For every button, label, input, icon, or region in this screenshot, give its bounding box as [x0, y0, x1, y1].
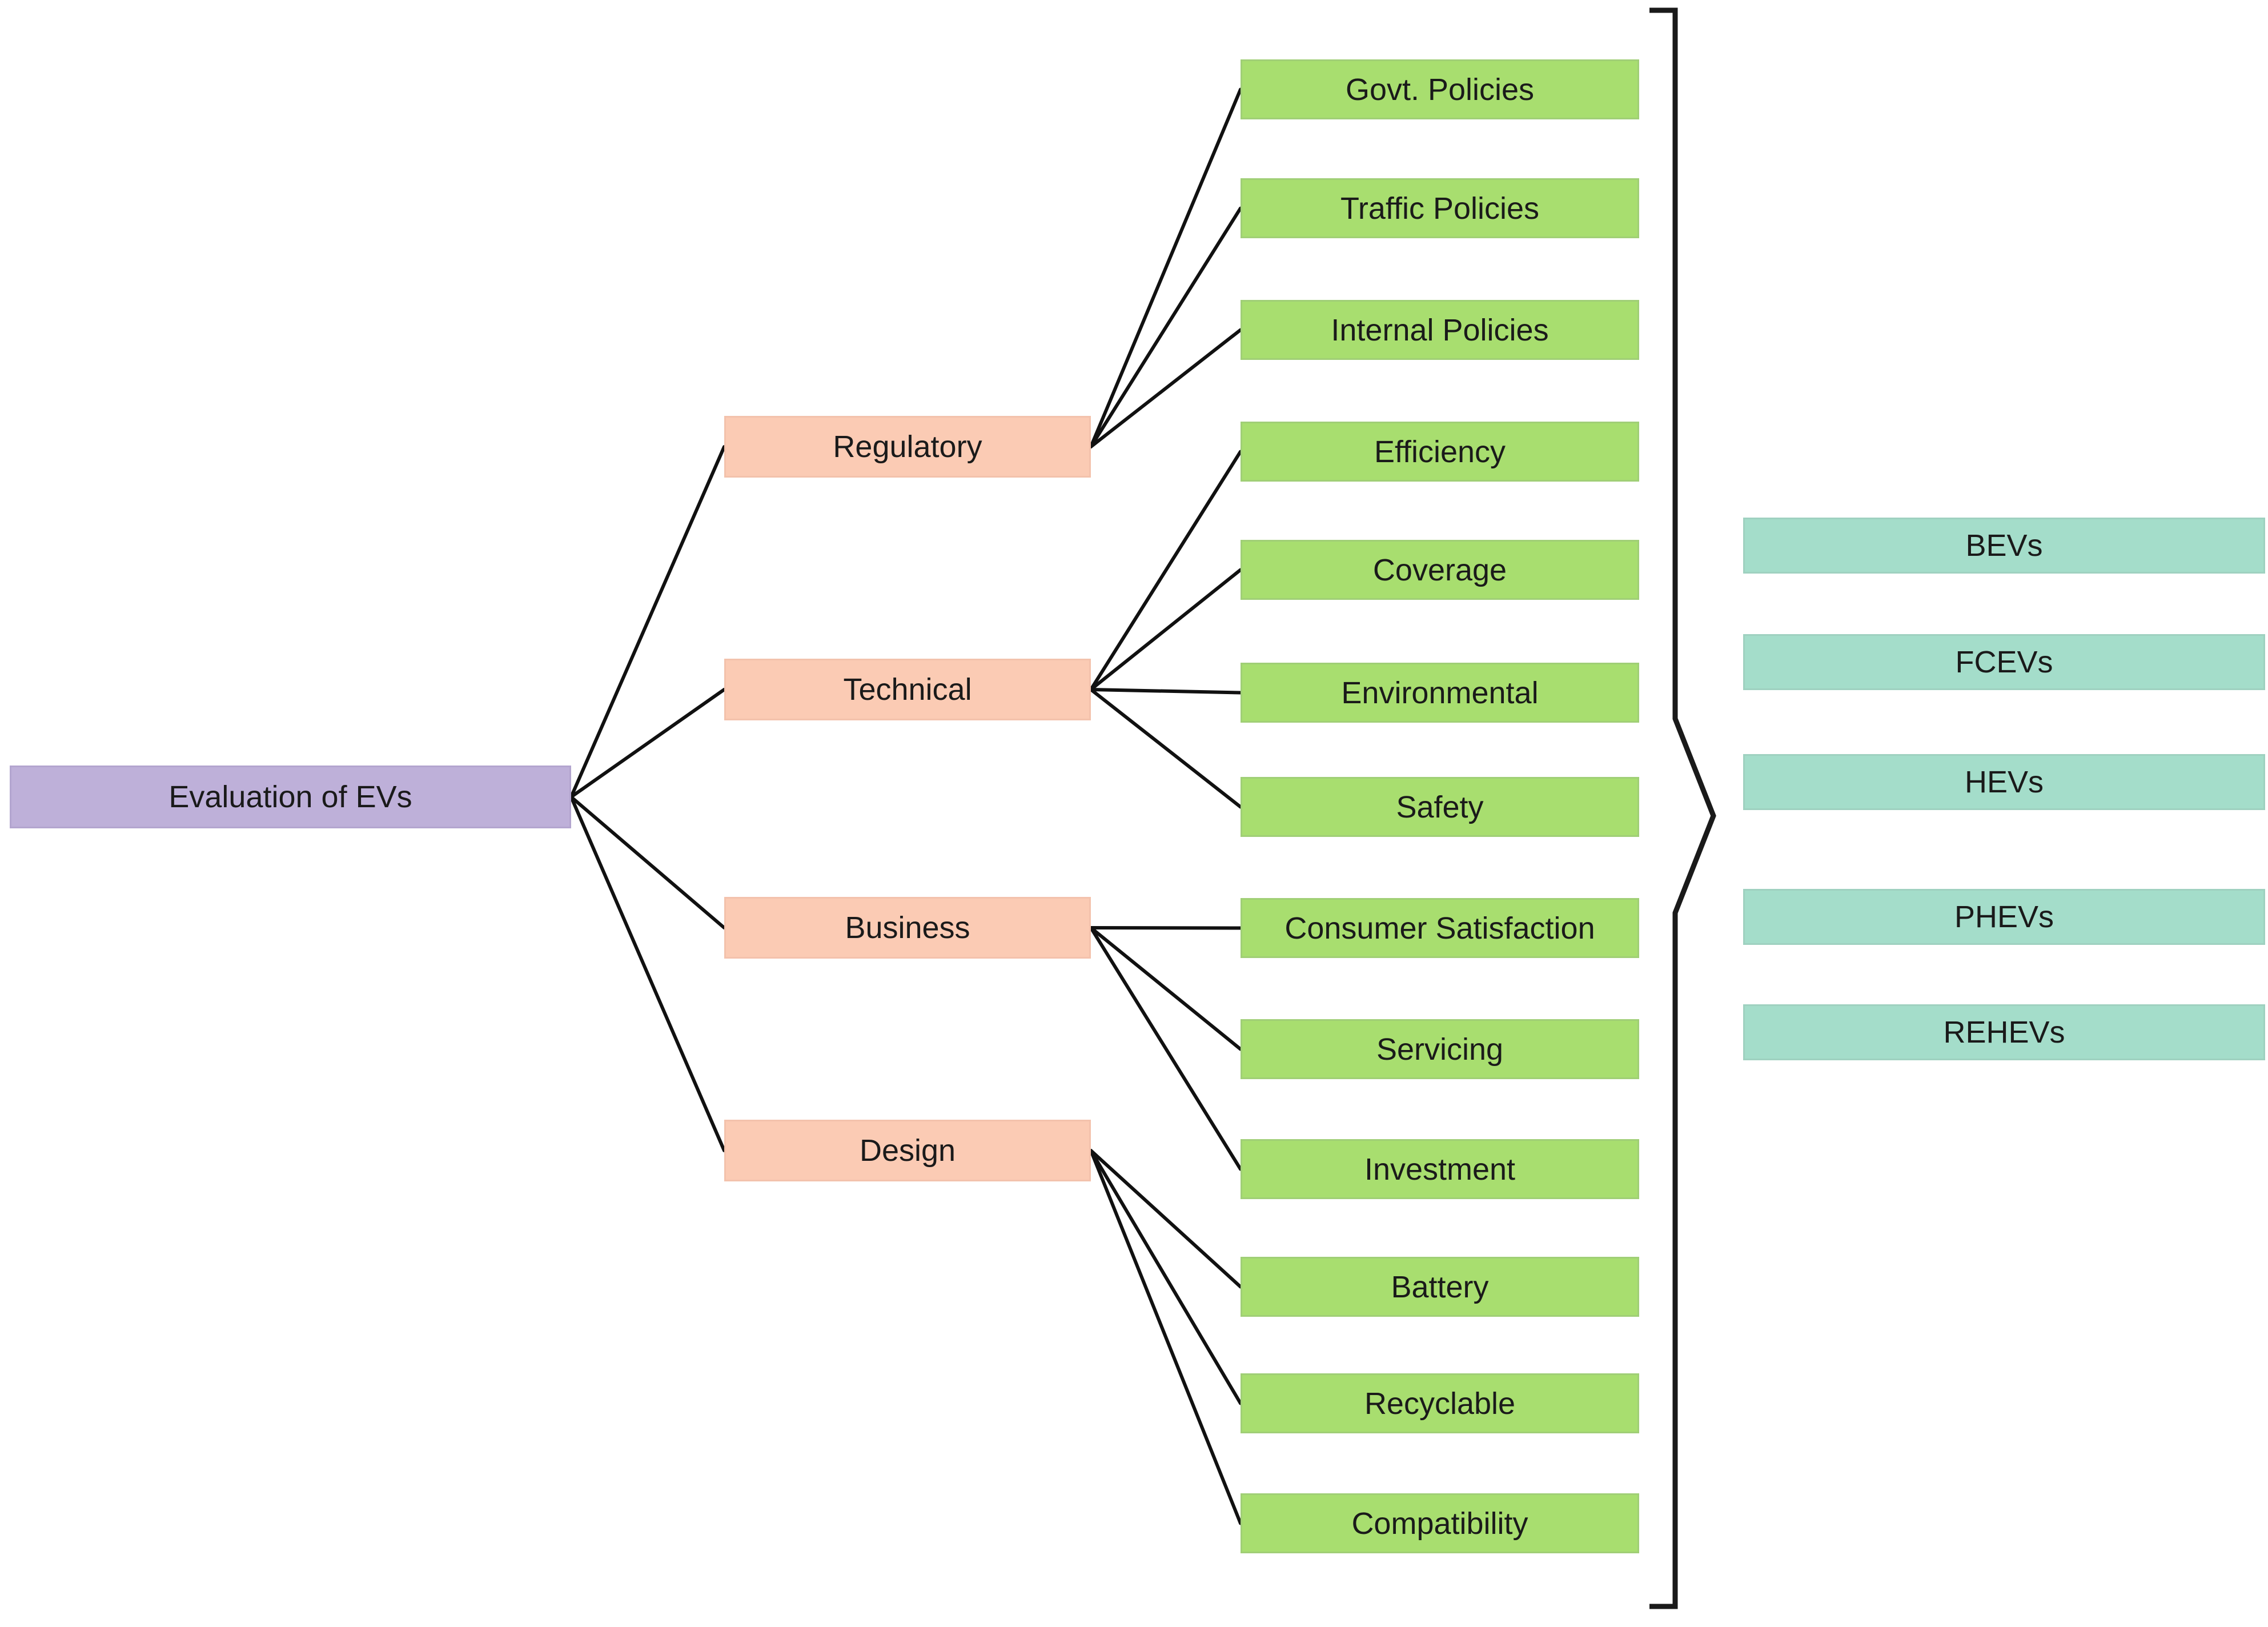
- alternative-node-4[interactable]: REHEVs: [1743, 1004, 2265, 1060]
- subcriteria-node-7[interactable]: Consumer Satisfaction: [1241, 898, 1639, 958]
- connector-line: [1089, 87, 1242, 448]
- subcriteria-node-3[interactable]: Efficiency: [1241, 422, 1639, 482]
- node-label: Coverage: [1372, 552, 1507, 587]
- subcriteria-node-2[interactable]: Internal Policies: [1241, 300, 1639, 360]
- subcriteria-node-8[interactable]: Servicing: [1241, 1019, 1639, 1079]
- grouping-brace: [1649, 7, 1716, 1609]
- connector-line: [1089, 688, 1242, 695]
- node-label: REHEVs: [1943, 1015, 2065, 1049]
- node-label: Environmental: [1341, 675, 1539, 710]
- node-label: Evaluation of EVs: [168, 780, 412, 814]
- criteria-node-2[interactable]: Business: [724, 897, 1091, 959]
- connector-line: [569, 688, 726, 799]
- node-label: Internal Policies: [1331, 312, 1549, 347]
- goal-node[interactable]: Evaluation of EVs: [10, 766, 571, 828]
- node-label: Govt. Policies: [1345, 72, 1535, 107]
- criteria-node-3[interactable]: Design: [724, 1120, 1091, 1181]
- subcriteria-node-9[interactable]: Investment: [1241, 1139, 1639, 1199]
- alternative-node-3[interactable]: PHEVs: [1743, 889, 2265, 945]
- node-label: Recyclable: [1364, 1386, 1516, 1421]
- subcriteria-node-4[interactable]: Coverage: [1241, 540, 1639, 600]
- subcriteria-node-6[interactable]: Safety: [1241, 777, 1639, 837]
- connector-line: [1089, 688, 1242, 809]
- alternative-node-0[interactable]: BEVs: [1743, 518, 2265, 574]
- connector-line: [1089, 328, 1242, 448]
- connector-lines: [569, 87, 1242, 1525]
- node-label: FCEVs: [1955, 645, 2053, 679]
- connector-line: [1089, 1149, 1242, 1525]
- node-label: Investment: [1364, 1152, 1516, 1187]
- connector-line: [1089, 1149, 1242, 1289]
- node-label: Consumer Satisfaction: [1284, 911, 1595, 945]
- subcriteria-node-11[interactable]: Recyclable: [1241, 1373, 1639, 1433]
- subcriteria-node-10[interactable]: Battery: [1241, 1257, 1639, 1317]
- node-label: Servicing: [1376, 1032, 1504, 1067]
- node-label: HEVs: [1964, 765, 2044, 799]
- connector-line: [1089, 1149, 1242, 1405]
- node-label: Compatibility: [1351, 1506, 1528, 1541]
- node-label: Safety: [1396, 790, 1484, 824]
- connector-line: [569, 795, 726, 1152]
- subcriteria-node-5[interactable]: Environmental: [1241, 663, 1639, 723]
- connector-line: [1089, 926, 1242, 1171]
- node-label: Business: [845, 911, 970, 945]
- connector-line: [1089, 926, 1242, 1051]
- connector-line: [1089, 450, 1242, 691]
- node-label: Technical: [843, 672, 972, 707]
- criteria-node-1[interactable]: Technical: [724, 659, 1091, 720]
- criteria-node-0[interactable]: Regulatory: [724, 416, 1091, 478]
- node-label: Efficiency: [1374, 434, 1506, 469]
- subcriteria-node-12[interactable]: Compatibility: [1241, 1493, 1639, 1553]
- node-label: Traffic Policies: [1340, 191, 1540, 226]
- node-label: PHEVs: [1954, 900, 2054, 934]
- subcriteria-node-0[interactable]: Govt. Policies: [1241, 59, 1639, 119]
- connector-line: [569, 445, 726, 799]
- node-label: BEVs: [1965, 528, 2043, 563]
- node-label: Design: [859, 1133, 956, 1168]
- node-label: Battery: [1391, 1269, 1489, 1304]
- alternative-node-1[interactable]: FCEVs: [1743, 634, 2265, 690]
- connector-line: [1089, 206, 1242, 448]
- connector-line: [1089, 568, 1242, 691]
- node-label: Regulatory: [833, 430, 982, 464]
- connector-line: [569, 795, 726, 929]
- alternative-node-2[interactable]: HEVs: [1743, 754, 2265, 810]
- subcriteria-node-1[interactable]: Traffic Policies: [1241, 178, 1639, 238]
